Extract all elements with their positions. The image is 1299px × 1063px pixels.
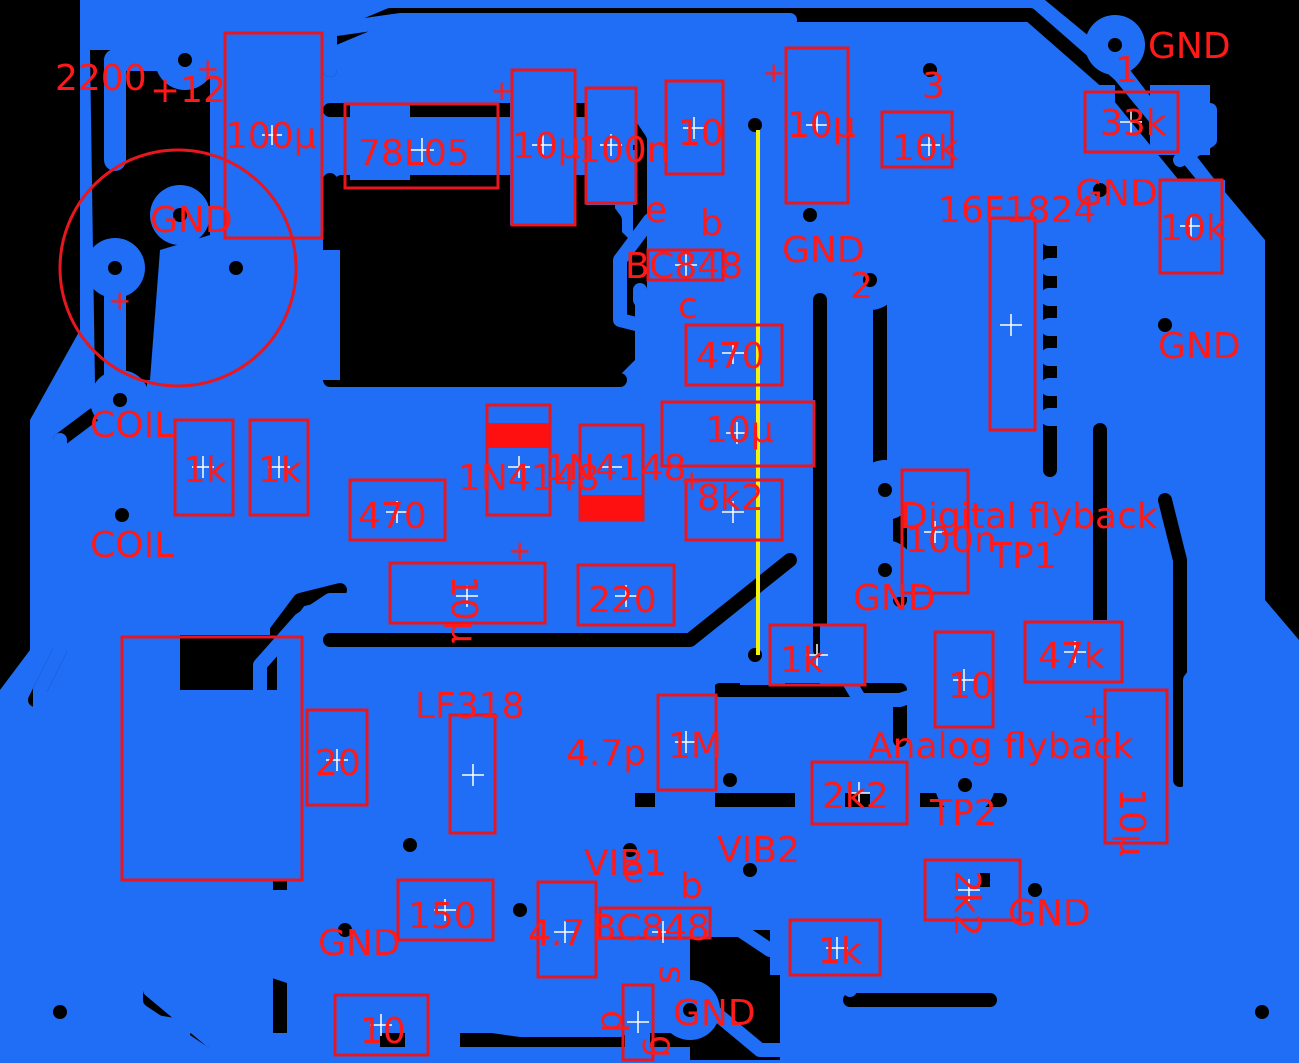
plus-mark: + — [108, 284, 131, 317]
label-2200: 2200 — [55, 58, 147, 99]
label-10u-a: 10µ — [512, 126, 581, 167]
label-pin-e-b: e — [622, 850, 644, 891]
label-4p7: 4.7p — [566, 733, 646, 774]
label-470-a: 470 — [696, 336, 765, 377]
label-10-a: 10 — [678, 113, 724, 154]
component-outlines — [58, 31, 1224, 1062]
gnd-label: GND — [1148, 26, 1231, 67]
component-labels: 2200 +12 100µ 78L05 10µ 100n 10 10µ 3 10… — [55, 50, 1227, 1058]
plus-mark: + — [196, 52, 219, 85]
label-coil-b: COIL — [90, 525, 174, 566]
label-tp2: TP2 — [929, 793, 997, 834]
gnd-label: GND — [150, 200, 233, 241]
label-2k2-b: 2k2 — [946, 870, 987, 937]
label-1n4148-b: 1N4148 — [545, 448, 686, 489]
label-digital-flyback: Digital flyback — [900, 496, 1158, 537]
label-pin-e-a: e — [645, 190, 667, 231]
label-470-b: 470 — [358, 496, 427, 537]
label-8k2: 8k2 — [697, 478, 764, 519]
label-220: 220 — [588, 580, 657, 621]
polarity-marks: + + + + + + + — [108, 52, 1105, 732]
plus-mark: + — [762, 56, 785, 89]
label-10u-b: 10µ — [787, 105, 856, 146]
label-47k: 47k — [1038, 636, 1105, 677]
label-pin3: 3 — [922, 66, 945, 107]
label-100u: 100µ — [225, 116, 317, 157]
gnd-label: GND — [782, 230, 865, 271]
gnd-label: GND — [1075, 173, 1158, 214]
gnd-label: GND — [318, 923, 401, 964]
diode-band-a — [487, 423, 550, 448]
label-4k7: 4.7 — [528, 913, 585, 954]
label-analog-flyback: Analog flyback — [868, 726, 1134, 767]
label-pin1: 1 — [1115, 50, 1138, 91]
gnd-label: GND — [1008, 893, 1091, 934]
mounting-holes — [51, 45, 1269, 1019]
label-bc848-a: BC848 — [625, 246, 743, 287]
gnd-label: GND — [1158, 326, 1241, 367]
label-1n4148-a: 1N4148 — [458, 458, 599, 499]
label-1k-c: 1k — [780, 640, 824, 681]
plus-mark: + — [490, 74, 513, 107]
label-lf318: LF318 — [415, 686, 524, 727]
label-plus12: +12 — [150, 70, 226, 111]
center-markers — [192, 111, 1202, 1036]
label-2k2-a: 2k2 — [822, 776, 889, 817]
label-vib1: VIB1 — [584, 843, 667, 884]
label-1k-b: 1k — [258, 450, 302, 491]
label-10-c: 10 — [360, 1011, 406, 1052]
label-150: 150 — [408, 896, 477, 937]
label-vib2: VIB2 — [717, 830, 800, 871]
label-16f1824: 16F1824 — [938, 190, 1096, 231]
plus-mark: + — [508, 534, 531, 567]
label-1k-a: 1k — [183, 450, 227, 491]
label-78l05: 78L05 — [358, 133, 470, 174]
label-10-b: 10 — [948, 666, 994, 707]
label-coil-a: COIL — [90, 405, 174, 446]
ic-16f1824-pads — [920, 228, 1100, 426]
label-10u-e: 10µ — [1111, 788, 1152, 857]
label-bc848-b: BC848 — [592, 908, 710, 949]
label-1k-d: 1k — [818, 931, 862, 972]
label-pin-b-b: b — [680, 866, 703, 907]
label-pin2: 2 — [850, 266, 873, 307]
gnd-labels: GND GND GND GND GND GND GND GND — [150, 26, 1241, 964]
label-tp1: TP1 — [989, 536, 1057, 577]
label-10u-c: 10µ — [705, 410, 774, 451]
label-1m: 1M — [668, 726, 722, 767]
label-pin-g: g — [641, 1035, 682, 1058]
label-10k-b: 10k — [1160, 208, 1227, 249]
label-20: 20 — [315, 743, 361, 784]
label-pin-d: d — [593, 1010, 634, 1033]
label-pin-c-a: c — [678, 286, 698, 327]
diode-band-b — [580, 495, 643, 520]
label-10k-a: 10k — [892, 128, 959, 169]
smd-pads — [122, 40, 1225, 1055]
gnd-label: GND — [853, 578, 936, 619]
label-100n-b: 100n — [905, 520, 997, 561]
label-pin-b-a: b — [700, 203, 723, 244]
plus-mark: + — [1082, 699, 1105, 732]
plus-mark: + — [680, 464, 703, 497]
label-100n-a: 100n — [578, 130, 670, 171]
gnd-label: GND — [673, 993, 756, 1034]
label-pin-s: s — [651, 965, 692, 984]
label-10u-d: 10µ — [443, 575, 484, 644]
label-33k: 33k — [1100, 103, 1167, 144]
